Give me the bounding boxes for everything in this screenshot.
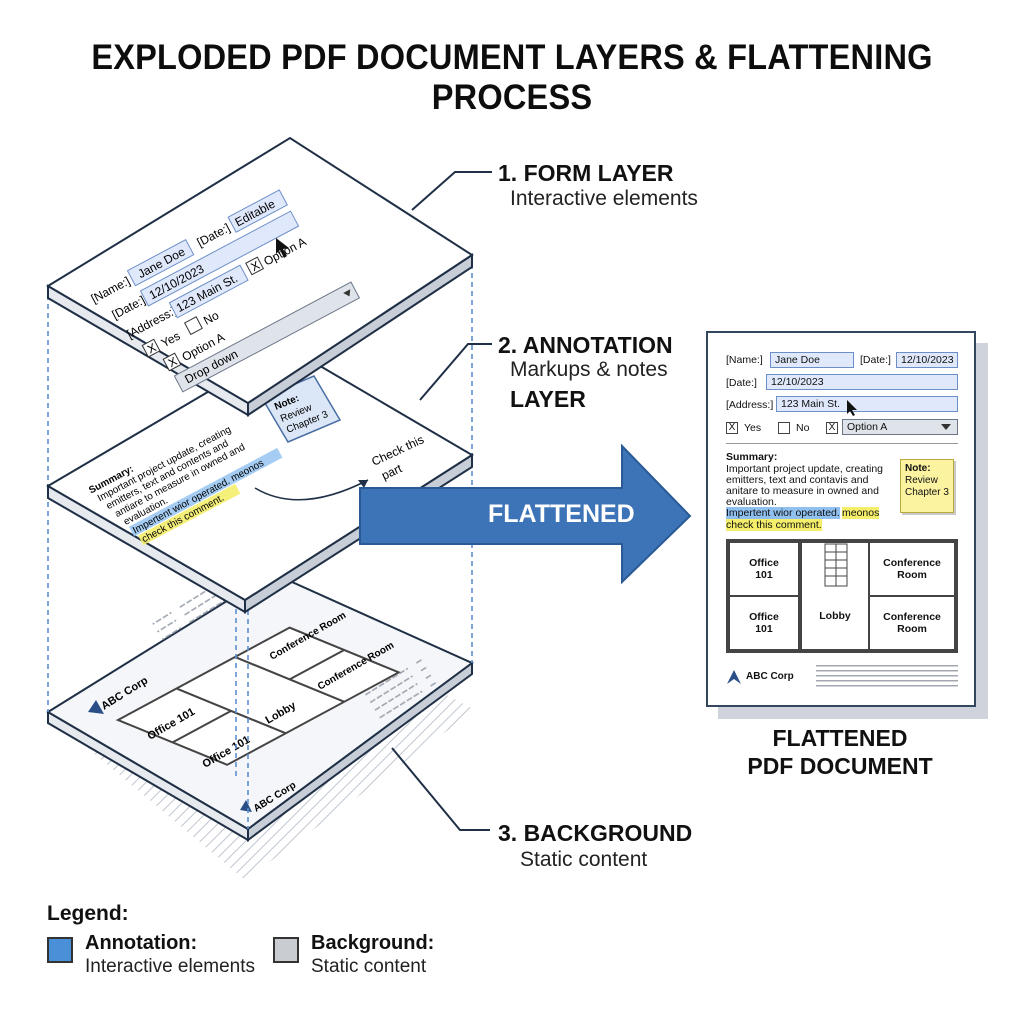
legend-annotation-name: Annotation:	[85, 932, 198, 954]
flat-abc-logo-icon	[727, 670, 741, 684]
annotation-highlight-yellow	[138, 483, 241, 546]
flat-floorplan	[726, 539, 958, 653]
flat-no-checkbox	[778, 422, 790, 434]
flat-dropdown-value: Option A	[847, 421, 888, 433]
annotation-layer-title: 2. ANNOTATION	[498, 332, 673, 358]
flattened-document: [Name:] Jane Doe [Date:] 12/10/2023 [Dat…	[706, 331, 976, 707]
flattened-caption: FLATTENED PDF DOCUMENT	[747, 725, 933, 779]
flat-dropdown-chevron-icon	[941, 424, 951, 430]
flat-name-label: [Name:]	[726, 354, 763, 366]
form-editable-field	[227, 189, 288, 233]
form-no-label: No	[201, 308, 221, 328]
flat-fine-print	[816, 665, 958, 689]
form-no-checkbox	[184, 316, 203, 336]
flat-room-lobby: Lobby	[800, 541, 870, 651]
form-option-checkbox	[245, 256, 265, 276]
flat-cursor-icon	[847, 400, 857, 416]
form-option2-checkbox	[162, 352, 182, 372]
form-dropdown	[173, 281, 361, 393]
flat-room-office-top: Office 101	[728, 541, 800, 597]
annotation-callout-arrow	[254, 479, 369, 501]
legend-annotation-desc: Interactive elements	[85, 956, 256, 977]
flat-yes-label: Yes	[744, 422, 762, 434]
flat-sticky-note: Note: Review Chapter 3	[900, 459, 954, 513]
background-layer-title: 3. BACKGROUND	[498, 820, 693, 846]
annotation-layer-subtitle: Markups & notes	[510, 358, 668, 381]
annotation-layer: Note: Review Chapter 3 Summary: Importan…	[46, 344, 474, 614]
flat-summary-line: evaluation.	[726, 496, 777, 508]
flat-option-checkbox: X	[826, 422, 838, 434]
flat-date-field: 12/10/2023	[766, 374, 958, 390]
flat-highlight-yellow-2: check this comment.	[726, 519, 822, 531]
flat-note-body: Review Chapter 3	[905, 475, 949, 498]
form-name-field	[126, 239, 195, 287]
bg-logo-icon-2	[240, 800, 252, 812]
flat-name-field: Jane Doe	[770, 352, 854, 368]
flat-room-office-bottom: Office 101	[728, 595, 800, 651]
flattened-arrow-label: FLATTENED	[488, 500, 635, 528]
flat-summary-line: anitare to measure in owned and	[726, 485, 879, 497]
background-layer-subtitle: Static content	[520, 848, 648, 871]
form-layer: [Name:] Jane Doe [Date:] Editable [Date:…	[46, 136, 474, 417]
flat-yes-checkbox: X	[726, 422, 738, 434]
flat-company-name: ABC Corp	[746, 671, 794, 682]
flat-date-field-right: 12/10/2023	[896, 352, 958, 368]
flat-no-label: No	[796, 422, 810, 434]
flat-highlight-blue: Impertent wior operated.	[726, 507, 840, 519]
legend-background-name: Background:	[311, 932, 435, 954]
flat-room-conference-top: Conference Room	[868, 541, 956, 597]
form-yes-checkbox	[141, 338, 161, 358]
flat-summary-line: emitters, text and contavis and	[726, 474, 869, 486]
legend-background-desc: Static content	[311, 956, 427, 977]
flat-dropdown: Option A	[842, 419, 958, 435]
leader-lines	[391, 171, 492, 831]
form-address-field	[168, 264, 249, 319]
flat-note-title: Note:	[905, 463, 931, 474]
annotation-layer-extra: LAYER	[510, 386, 586, 412]
flat-divider	[726, 443, 958, 444]
bg-floorplan	[115, 626, 402, 766]
form-date-field	[139, 210, 300, 307]
flat-date-label: [Date:]	[726, 377, 757, 389]
legend-annotation-swatch	[47, 937, 73, 963]
background-layer: ABC Corp ABC Corp Office 101 Office 101 …	[46, 567, 474, 842]
legend-background-swatch	[273, 937, 299, 963]
flat-highlight-yellow: meonos	[842, 507, 880, 519]
flat-room-conference-bottom: Conference Room	[868, 595, 956, 651]
flat-address-label: [Address:]	[726, 399, 774, 411]
flat-date-label-right: [Date:]	[860, 354, 891, 366]
annotation-highlight-blue	[128, 447, 283, 537]
flat-address-field: 123 Main St.	[776, 396, 958, 412]
flat-summary-line: Important project update, creating	[726, 463, 884, 475]
form-dropdown-chevron-icon	[343, 289, 351, 297]
flat-stairs-icon	[824, 543, 848, 587]
form-cursor-icon	[276, 238, 289, 258]
bg-fine-print	[359, 652, 441, 724]
form-layer-subtitle: Interactive elements	[510, 187, 698, 210]
page-title: EXPLODED PDF DOCUMENT LAYERS & FLATTENIN…	[91, 38, 933, 117]
legend-title: Legend:	[47, 902, 129, 925]
bg-logo-icon	[88, 700, 104, 714]
flat-summary-title: Summary:	[726, 451, 778, 463]
flattened-arrow	[359, 443, 692, 585]
form-layer-title: 1. FORM LAYER	[498, 160, 674, 186]
